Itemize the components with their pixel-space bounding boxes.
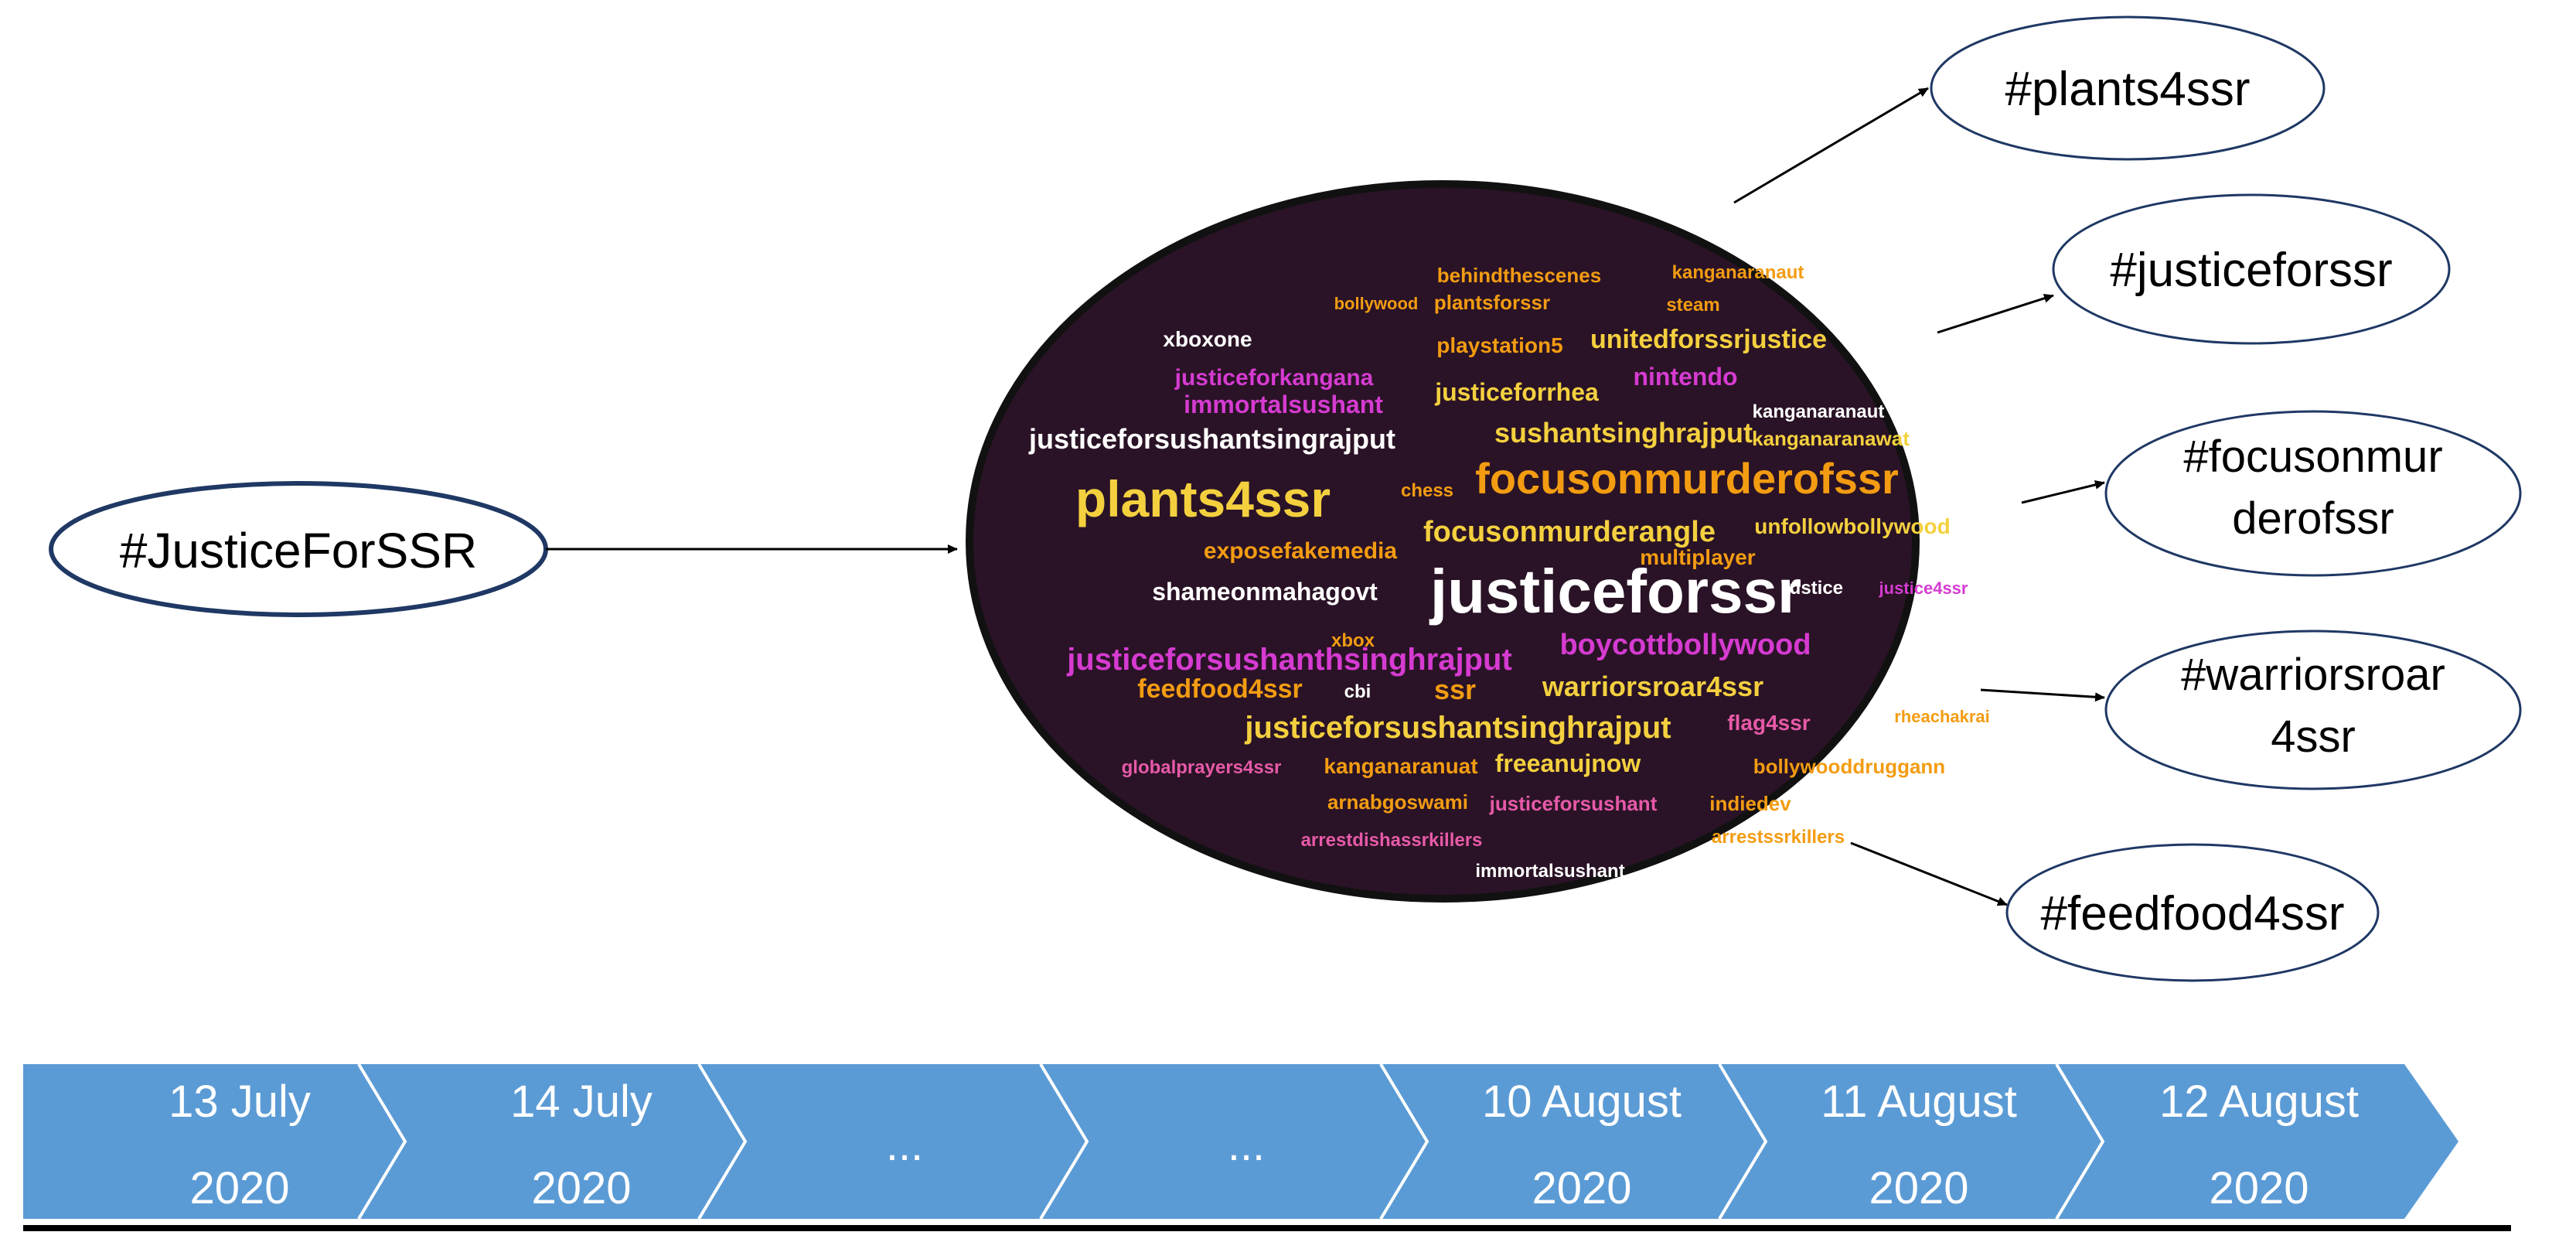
timeline-step-date: 11 August xyxy=(1821,1077,2017,1127)
wordcloud-word: justiceforsushantsinghrajput xyxy=(1244,711,1671,745)
source-node-label: #JusticeForSSR xyxy=(120,523,477,578)
wordcloud-word: kanganaranaut xyxy=(1753,401,1885,422)
wordcloud-word: globalprayers4ssr xyxy=(1122,757,1282,778)
wordcloud-word: ajedrez xyxy=(1911,657,1970,677)
target-node-label-line2: derofssr xyxy=(2232,493,2394,544)
wordcloud-word: kanganaranaut xyxy=(1672,262,1804,283)
wordcloud-word: focusonmurderofssr xyxy=(1475,454,1899,503)
wordcloud-word: justice xyxy=(1784,578,1843,599)
arrow-cloud-to-justiceforssr xyxy=(1937,293,2054,334)
wordcloud-word: shameonmahagovt xyxy=(1152,578,1378,606)
wordcloud-word: justiceforsushanthsinghrajput xyxy=(1066,643,1512,677)
target-node-feedfood4ssr: #feedfood4ssr xyxy=(2005,843,2380,982)
timeline-step-date: 12 August xyxy=(2159,1077,2359,1127)
wordcloud-word: justiceforsushantsingrajput xyxy=(1028,423,1395,455)
wordcloud-word: kanganaranuat xyxy=(1324,754,1477,778)
arrow-cloud-to-plants4ssr xyxy=(1733,87,1929,204)
wordcloud-word: justiceforssr xyxy=(1429,557,1801,626)
arrow-cloud-to-warriorsroar4ssr xyxy=(1980,688,2105,702)
wordcloud-word: steam xyxy=(1666,295,1719,316)
target-node-label: #feedfood4ssr xyxy=(2041,887,2345,940)
wordcloud-word: freeanujnow xyxy=(1495,749,1641,777)
wordcloud-background xyxy=(966,180,1920,903)
wordcloud-word: immortalsushant xyxy=(1184,391,1383,418)
wordcloud-word: focusonmurderangle xyxy=(1423,516,1716,548)
wordcloud-word: exposefakemedia xyxy=(1204,538,1397,564)
wordcloud-word: rheachakrai xyxy=(1894,707,1990,726)
timeline-step-date: 14 July xyxy=(510,1077,653,1127)
wordcloud-word: unitedforssrjustice xyxy=(1590,325,1827,354)
wordcloud-word: behindthescenes xyxy=(1437,264,1601,287)
source-node: #JusticeForSSR xyxy=(49,481,548,617)
wordcloud-word: feedfood4ssr xyxy=(1137,674,1303,704)
wordcloud-word: immortalsushant xyxy=(1475,861,1624,882)
timeline-chevron-divider xyxy=(697,1063,748,1220)
timeline: 13 July 2020 14 July 2020...... 10 August 202… xyxy=(23,1063,2511,1231)
target-node-focusonmurderofssr: #focusonmur derofssr xyxy=(2104,410,2522,577)
timeline-step-year: 2020 xyxy=(2209,1163,2309,1213)
wordcloud-word: multiplayer xyxy=(1640,545,1755,569)
timeline-chevron-divider xyxy=(1379,1063,1429,1220)
timeline-chevron-divider xyxy=(2055,1063,2105,1220)
arrow-cloud-to-feedfood4ssr xyxy=(1850,841,2008,906)
wordcloud-word: plantsforssr xyxy=(1434,291,1550,314)
wordcloud-word: arrestssrkillers xyxy=(1712,827,1845,848)
wordcloud-word: arrestdishassrkillers xyxy=(1301,830,1483,851)
timeline-step-year: 2020 xyxy=(531,1163,631,1213)
target-node-plants4ssr: #plants4ssr xyxy=(1930,15,2326,161)
wordcloud-word: playstation5 xyxy=(1436,333,1562,357)
timeline-arrow-tip xyxy=(2404,1064,2458,1219)
wordcloud-word: boycottbollywood xyxy=(1559,629,1811,661)
timeline-step-year: 2020 xyxy=(189,1163,289,1213)
arrow-cloud-to-focusonmurderofssr xyxy=(2021,480,2105,504)
wordcloud-word: justiceforkangana xyxy=(1174,365,1374,391)
target-node-warriorsroar4ssr: #warriorsroar 4ssr xyxy=(2104,630,2522,790)
timeline-bar xyxy=(23,1064,2404,1219)
wordcloud-word: indiedev xyxy=(1709,792,1791,815)
wordcloud-word: justiceforsushant xyxy=(1489,792,1658,815)
wordcloud-word: chess xyxy=(1401,480,1453,501)
timeline-step-date: ... xyxy=(1228,1120,1265,1170)
timeline-chevron-divider xyxy=(1039,1063,1089,1220)
wordcloud: behindthescenes kanganaranaut bollywood pla… xyxy=(966,180,1990,903)
target-node-justiceforssr: #justiceforssr xyxy=(2052,193,2451,345)
wordcloud-word: bollywood xyxy=(1334,294,1419,313)
timeline-step-date: 13 July xyxy=(169,1077,311,1127)
timeline-chevron-divider xyxy=(1718,1063,1768,1220)
target-node-label-line1: #warriorsroar xyxy=(2181,650,2445,700)
wordcloud-word: cbi xyxy=(1344,681,1371,702)
wordcloud-word: warriorsroar4ssr xyxy=(1542,671,1763,702)
timeline-step-year: 2020 xyxy=(1532,1163,1631,1213)
wordcloud-word: unfollowbollywood xyxy=(1754,514,1951,538)
timeline-step-date: ... xyxy=(886,1120,923,1170)
wordcloud-word: xboxone xyxy=(1163,327,1252,351)
timeline-step-year: 2020 xyxy=(1869,1163,1968,1213)
wordcloud-word: justiceforrhea xyxy=(1434,378,1599,406)
wordcloud-word: plants4ssr xyxy=(1075,470,1331,527)
wordcloud-word: sushantsinghrajput xyxy=(1494,417,1753,449)
target-node-label: #justiceforssr xyxy=(2110,244,2392,297)
wordcloud-word: bollywooddruggann xyxy=(1753,755,1945,778)
target-node-label: #plants4ssr xyxy=(2005,63,2250,116)
target-node-label-line2: 4ssr xyxy=(2271,712,2356,762)
wordcloud-word: ssr xyxy=(1434,674,1476,705)
wordcloud-word: justice4ssr xyxy=(1879,578,1968,598)
wordcloud-word: kanganaranawat xyxy=(1752,427,1910,450)
wordcloud-word: xbox xyxy=(1331,630,1375,651)
timeline-step-date: 10 August xyxy=(1482,1077,1682,1127)
wordcloud-word: nintendo xyxy=(1633,363,1737,391)
target-node-label-line1: #focusonmur xyxy=(2183,432,2442,482)
wordcloud-word: flag4ssr xyxy=(1727,711,1810,735)
timeline-chevron-divider xyxy=(357,1063,407,1220)
wordcloud-word: arnabgoswami xyxy=(1327,790,1468,814)
